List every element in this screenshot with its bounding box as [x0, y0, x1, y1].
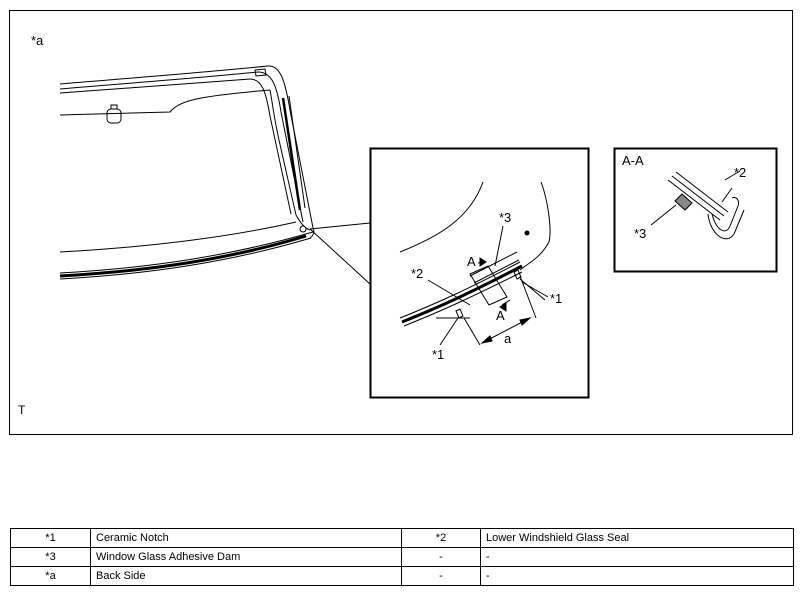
legend-text: Window Glass Adhesive Dam: [90, 547, 402, 567]
legend-code: *3: [10, 547, 91, 567]
detail-callout-1-left: *1: [432, 347, 444, 362]
section-illustration: [650, 170, 745, 240]
legend-code: -: [401, 547, 481, 567]
legend-text: Ceramic Notch: [90, 528, 402, 548]
detail-dimension-label: a: [504, 331, 512, 346]
detail-illustration: [399, 181, 551, 346]
detail-leader-lines: [309, 222, 371, 285]
section-callout-2: *2: [734, 165, 746, 180]
dimension-arrow: [480, 317, 532, 344]
legend-text: Lower Windshield Glass Seal: [480, 528, 794, 548]
detail-section-mark-upper: A: [467, 254, 476, 269]
diagram-frame: [9, 10, 793, 435]
detail-callout-2: *2: [411, 266, 423, 281]
view-label: *a: [31, 33, 44, 48]
table-row: *a Back Side - -: [10, 566, 794, 586]
table-row: *3 Window Glass Adhesive Dam - -: [10, 547, 794, 567]
windshield-illustration: [59, 65, 315, 280]
legend-code: *2: [401, 528, 481, 548]
legend-code: -: [401, 566, 481, 586]
section-adhesive-dam: [674, 193, 693, 211]
table-row: *1 Ceramic Notch *2 Lower Windshield Gla…: [10, 528, 794, 548]
legend-text: Back Side: [90, 566, 402, 586]
legend-text: -: [480, 547, 794, 567]
legend-code: *a: [10, 566, 91, 586]
detail-section-mark-lower: A: [496, 308, 505, 323]
mirror-mount: [106, 108, 122, 124]
section-callout-3: *3: [634, 226, 646, 241]
legend-text: -: [480, 566, 794, 586]
legend-code: *1: [10, 528, 91, 548]
detail-dot: [524, 230, 530, 236]
detail-box: [369, 147, 590, 399]
corner-notch-marker: [299, 225, 307, 233]
detail-callout-1-right: *1: [550, 291, 562, 306]
section-box: [613, 147, 778, 273]
detail-callout-3: *3: [499, 210, 511, 225]
section-arrows: [479, 257, 507, 312]
corner-label: T: [18, 403, 26, 417]
section-title: A-A: [622, 153, 644, 168]
legend-table: *1 Ceramic Notch *2 Lower Windshield Gla…: [10, 528, 794, 586]
